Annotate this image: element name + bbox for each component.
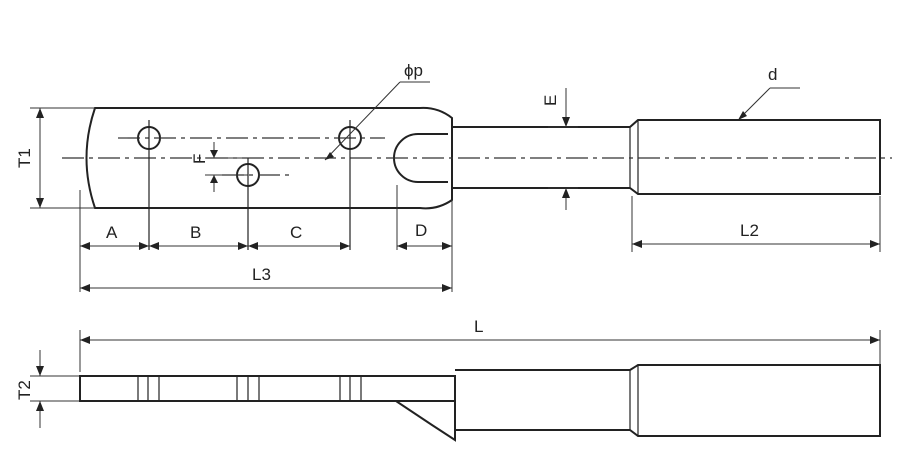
phi-p-label: ϕp bbox=[404, 61, 423, 80]
palm-outline bbox=[85, 106, 453, 210]
palm-side bbox=[79, 375, 456, 442]
t2-label: T2 bbox=[15, 380, 34, 400]
barrel-side bbox=[629, 364, 881, 437]
l2-label: L2 bbox=[740, 221, 759, 240]
b-label: B bbox=[190, 223, 201, 242]
l3-label: L3 bbox=[252, 265, 271, 284]
c-label: C bbox=[290, 223, 302, 242]
a-label: A bbox=[106, 223, 118, 242]
barrel-outline bbox=[629, 119, 881, 195]
dimensions-top: T1 F ϕp E d A B bbox=[15, 61, 881, 292]
l-label: L bbox=[474, 317, 483, 336]
t1-label: T1 bbox=[15, 148, 34, 168]
d-label: d bbox=[768, 65, 777, 84]
top-view bbox=[62, 106, 892, 250]
e-label: E bbox=[541, 95, 560, 106]
f-label: F bbox=[190, 154, 209, 164]
d-dim-label: D bbox=[415, 221, 427, 240]
side-view: L T2 bbox=[15, 317, 881, 442]
